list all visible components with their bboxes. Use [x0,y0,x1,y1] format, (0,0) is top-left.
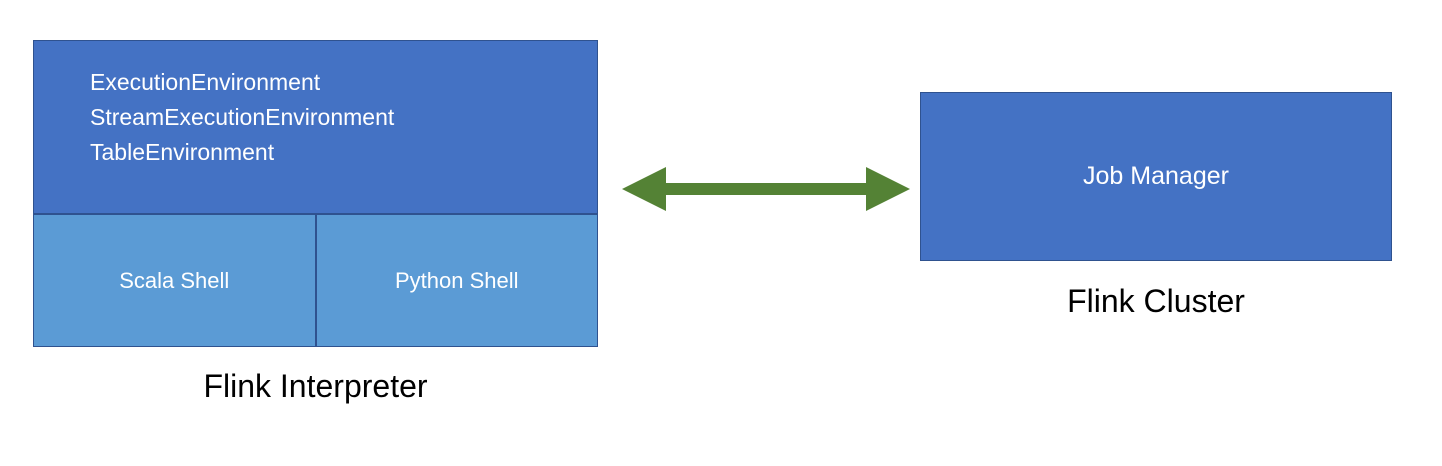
flink-cluster-group: Job Manager [920,92,1392,261]
python-shell-label: Python Shell [394,267,519,293]
flink-interpreter-caption: Flink Interpreter [203,368,428,404]
environment-item-execution-environment: ExecutionEnvironment [90,69,321,95]
environment-item-table-environment: TableEnvironment [90,139,275,165]
python-shell-box: Python Shell [315,214,598,347]
job-manager-label: Job Manager [1083,162,1229,190]
environment-list: ExecutionEnvironment StreamExecutionEnvi… [90,65,394,170]
environment-item-stream-execution-environment: StreamExecutionEnvironment [90,104,395,130]
shell-row: Scala Shell Python Shell [33,214,598,347]
flink-cluster-caption: Flink Cluster [1067,283,1245,319]
double-headed-arrow-icon [622,167,910,211]
flink-interpreter-group: ExecutionEnvironment StreamExecutionEnvi… [33,40,598,347]
environment-box: ExecutionEnvironment StreamExecutionEnvi… [33,40,598,214]
job-manager-box: Job Manager [920,92,1392,261]
scala-shell-box: Scala Shell [33,214,316,347]
scala-shell-label: Scala Shell [119,267,230,293]
